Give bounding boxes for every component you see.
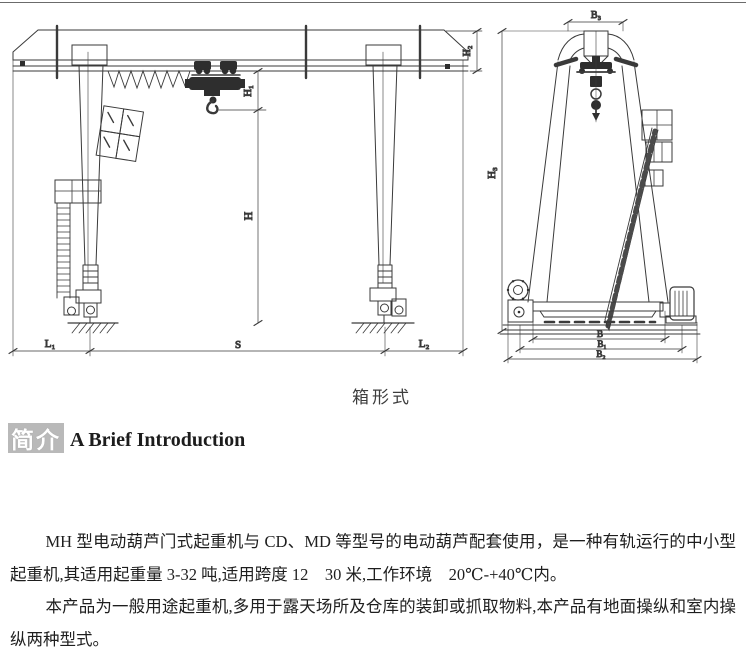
gantry-crane-technical-drawing: H₁ H H₂ xyxy=(8,10,702,364)
dim-label-b2: B₂ xyxy=(596,349,605,359)
section-badge-zh: 简介 xyxy=(8,423,64,453)
section-title-zh: 简介 xyxy=(11,428,61,453)
side-view: B₃ xyxy=(486,10,702,364)
dim-label-b3: B₃ xyxy=(591,10,601,21)
inclined-ladder xyxy=(604,127,659,332)
dim-label-s: S xyxy=(235,339,241,351)
body-text: MH 型电动葫芦门式起重机与 CD、MD 等型号的电动葫芦配套使用，是一种有轨运… xyxy=(10,526,736,653)
dim-label-h3: H₃ xyxy=(486,167,498,179)
figure-caption: 箱形式 xyxy=(352,388,412,407)
control-cabinets xyxy=(95,105,145,162)
dim-label-h: H xyxy=(241,211,255,220)
paragraph-2: 本产品为一般用途起重机,多用于露天场所及仓库的装卸或抓取物料,本产品有地面操纵和… xyxy=(10,597,736,649)
dim-label-b1: B₁ xyxy=(597,339,606,349)
dim-label-l1: L₁ xyxy=(45,338,56,350)
dim-label-l2: L₂ xyxy=(419,338,430,350)
front-view: H₁ H H₂ xyxy=(8,24,483,357)
section-title-en: A Brief Introduction xyxy=(70,429,246,451)
paragraph-1: MH 型电动葫芦门式起重机与 CD、MD 等型号的电动葫芦配套使用，是一种有轨运… xyxy=(10,532,736,584)
side-control-boxes xyxy=(641,109,673,187)
electric-hoist-trolley xyxy=(185,61,245,115)
dim-label-h1: H₁ xyxy=(242,85,254,97)
dim-label-b: B xyxy=(597,329,603,339)
page-top-border xyxy=(0,2,746,3)
hoist-side-section xyxy=(576,55,616,123)
dim-label-h2: H₂ xyxy=(462,46,473,57)
bottom-beam xyxy=(499,279,701,335)
